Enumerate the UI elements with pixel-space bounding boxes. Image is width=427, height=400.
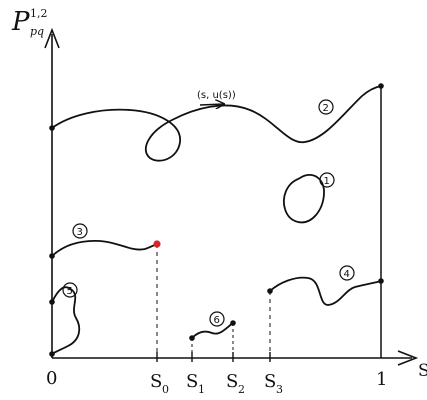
y-axis-label-subscript: pq	[30, 25, 44, 38]
curve-1-label: 1	[324, 176, 330, 187]
curve-3-label-circle	[72, 223, 88, 239]
curve-4-label-circle	[339, 265, 355, 281]
svg-text:S: S	[226, 371, 238, 392]
svg-text:0: 0	[46, 368, 57, 389]
tick-label-0: 0	[46, 368, 57, 389]
svg-text:S: S	[264, 371, 276, 392]
y-axis-label: P	[11, 7, 30, 37]
svg-text:S: S	[150, 371, 162, 392]
curve-2-start-point	[49, 125, 55, 131]
curve-4-end-point	[378, 278, 384, 284]
curve-2-end-point	[378, 83, 384, 89]
svg-text:0: 0	[162, 383, 169, 396]
tick-label-s0: S 0	[150, 371, 169, 396]
curve-2-annotation: (s, u(s))	[197, 90, 236, 101]
curve-3	[51, 239, 158, 257]
tick-label-s2: S 2	[226, 371, 245, 396]
curve-3-end-point	[153, 240, 161, 248]
svg-text:1: 1	[198, 383, 205, 396]
tick-label-1: 1	[376, 369, 387, 390]
curve-6	[191, 322, 234, 339]
tick-label-s3: S 3	[264, 371, 283, 396]
curve-5-label: 5	[67, 286, 73, 297]
x-axis-label: S	[418, 361, 427, 381]
svg-text:3: 3	[276, 383, 283, 396]
curve-4-start-point	[267, 288, 273, 294]
curve-1-label-circle	[319, 172, 335, 188]
curve-5	[51, 286, 81, 355]
curve-2-label-circle	[318, 99, 334, 115]
curve-2	[51, 85, 382, 162]
curve-5-end-point	[49, 351, 55, 357]
curve-4	[269, 276, 382, 306]
svg-text:2: 2	[238, 383, 245, 396]
curve-3-label: 3	[77, 227, 83, 238]
curve-6-start-point	[189, 335, 195, 341]
curve-4-label: 4	[344, 269, 350, 280]
curve-2-direction-arrow	[199, 104, 224, 105]
y-axis-label-superscript: 1,2	[30, 7, 48, 20]
x-axis-arrow	[397, 350, 419, 366]
curve-2-label: 2	[323, 103, 329, 114]
curve-6-end-point	[230, 320, 236, 326]
curve-6-label-circle	[209, 311, 225, 327]
curve-5-start-point	[49, 299, 55, 305]
curve-5-label-circle	[62, 282, 78, 298]
svg-text:S: S	[186, 371, 198, 392]
curve-6-label: 6	[214, 315, 220, 326]
y-axis-arrow	[44, 27, 60, 49]
svg-text:1: 1	[376, 369, 387, 390]
tick-label-s1: S 1	[186, 371, 205, 396]
curve-1	[283, 173, 325, 224]
curve-3-start-point	[49, 253, 55, 259]
